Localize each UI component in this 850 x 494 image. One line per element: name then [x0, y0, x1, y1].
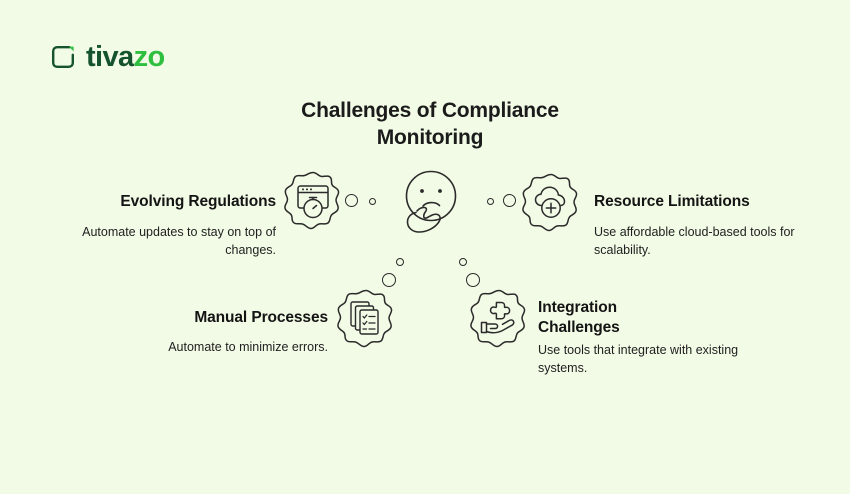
browser-timer-icon — [282, 170, 344, 232]
item-heading: Evolving Regulations — [120, 193, 276, 210]
item-body: Use tools that integrate with existing s… — [538, 343, 739, 375]
item-heading: Integration Challenges — [538, 298, 760, 337]
hand-puzzle-piece-icon — [468, 288, 530, 350]
cloud-plus-icon — [520, 172, 582, 234]
thinking-face-icon — [398, 168, 464, 238]
item-heading: Resource Limitations — [594, 193, 750, 210]
checklist-documents-icon — [335, 288, 397, 350]
item-heading: Manual Processes — [194, 309, 328, 326]
item-body: Automate to minimize errors. — [168, 340, 328, 355]
brand-wordmark-part1: tiva — [86, 40, 134, 73]
item-evolving-regulations: Evolving Regulations Automate updates to… — [40, 192, 276, 260]
thought-trail-dot — [459, 258, 467, 266]
item-manual-processes: Manual Processes Automate to minimize er… — [110, 308, 328, 357]
thought-trail-dot — [345, 194, 358, 207]
thought-trail-dot — [396, 258, 404, 266]
thought-trail-dot — [382, 273, 396, 287]
item-heading-line2: Challenges — [538, 318, 620, 336]
brand-wordmark-part2: zo — [133, 40, 166, 73]
item-body: Use affordable cloud-based tools for sca… — [594, 225, 795, 257]
page-title: Challenges of Compliance Monitoring — [255, 98, 605, 152]
thought-trail-dot — [466, 273, 480, 287]
item-heading-line1: Integration — [538, 299, 617, 316]
rounded-square-logo-icon — [48, 42, 78, 72]
page-title-line1: Challenges of Compliance — [301, 99, 559, 122]
thought-trail-dot — [503, 194, 516, 207]
item-resource-limitations: Resource Limitations Use affordable clou… — [594, 192, 812, 260]
thought-trail-dot — [369, 198, 376, 205]
item-integration-challenges: Integration Challenges Use tools that in… — [538, 298, 760, 378]
thought-trail-dot — [487, 198, 494, 205]
page-title-line2: Monitoring — [376, 125, 484, 149]
item-body: Automate updates to stay on top of chang… — [82, 225, 276, 257]
